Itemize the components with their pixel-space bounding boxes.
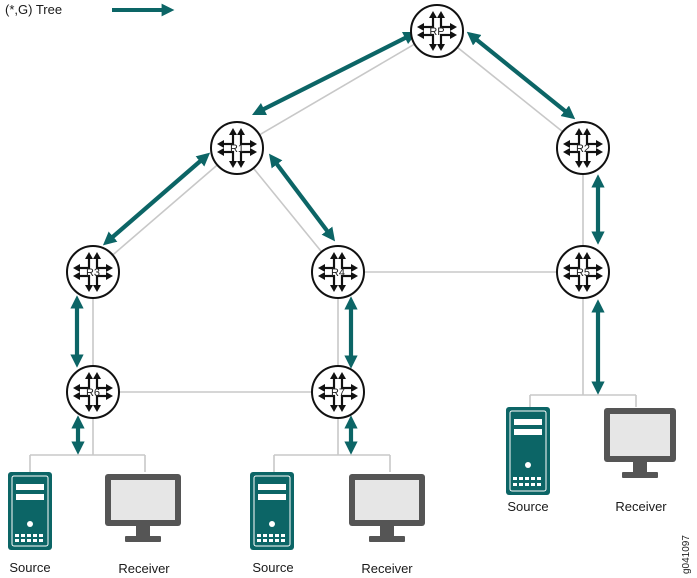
router-r1: R1 [210, 121, 264, 175]
legend-label: (*,G) Tree [5, 2, 62, 17]
source-label-r5: Source [507, 499, 548, 514]
router-label: R6 [86, 387, 100, 399]
router-r4: R4 [311, 245, 365, 299]
router-icon [410, 4, 464, 58]
router-label: R7 [331, 387, 345, 399]
source-label-r7: Source [252, 560, 293, 575]
source-label-r6: Source [9, 560, 50, 575]
router-rp: RP [410, 4, 464, 58]
receiver-label-r5: Receiver [615, 499, 667, 514]
router-r6: R6 [66, 365, 120, 419]
receiver-label-r6: Receiver [118, 561, 170, 576]
router-label: R3 [86, 267, 100, 279]
receiver-monitor-r6 [105, 474, 181, 542]
router-r2: R2 [556, 121, 610, 175]
router-label: R4 [331, 267, 345, 279]
router-icon [556, 245, 610, 299]
router-label: R1 [230, 143, 244, 155]
router-icon [66, 245, 120, 299]
router-r3: R3 [66, 245, 120, 299]
receiver-monitor-r5 [604, 408, 676, 478]
router-icon [311, 245, 365, 299]
router-label: R5 [576, 267, 590, 279]
router-r5: R5 [556, 245, 610, 299]
source-server-r6 [8, 472, 52, 550]
router-label: RP [429, 26, 444, 38]
source-server-r7 [250, 472, 294, 550]
router-icon [311, 365, 365, 419]
receiver-monitor-r7 [349, 474, 425, 542]
router-icon [556, 121, 610, 175]
figure-id: g041097 [681, 535, 692, 574]
router-icon [66, 365, 120, 419]
tree-arrows [70, 31, 605, 455]
receiver-label-r7: Receiver [361, 561, 413, 576]
router-r7: R7 [311, 365, 365, 419]
source-server-r5 [506, 407, 550, 495]
router-icon [210, 121, 264, 175]
router-label: R2 [576, 143, 590, 155]
